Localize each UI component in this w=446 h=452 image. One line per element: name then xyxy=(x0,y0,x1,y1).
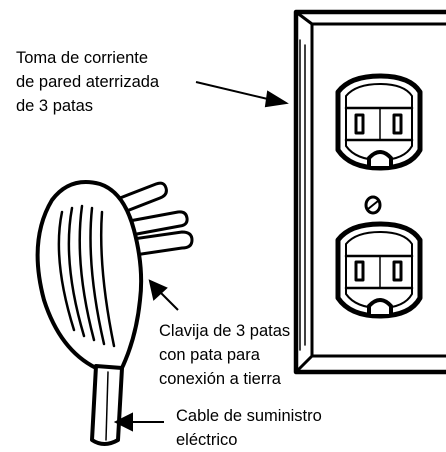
outlet-label-line-1: Toma de corriente xyxy=(16,49,148,67)
center-screw xyxy=(364,195,382,215)
lower-ground-hole xyxy=(367,298,393,316)
lower-receptacle xyxy=(335,221,423,319)
lower-right-slot xyxy=(392,260,403,282)
upper-receptacle xyxy=(335,73,423,171)
plug-label-line-1: Clavija de 3 patas xyxy=(159,322,290,340)
outlet-label-line-3: de 3 patas xyxy=(16,97,93,115)
plug-grip-ridges xyxy=(57,204,116,348)
upper-left-slot xyxy=(354,113,365,135)
cable-label-line-1: Cable de suministro xyxy=(176,407,322,425)
plug-arrow xyxy=(148,279,179,311)
plate-bevel-lines xyxy=(299,39,306,351)
outlet-plate-depth xyxy=(294,10,446,374)
upper-right-slot xyxy=(392,113,403,135)
outlet-arrow xyxy=(195,81,289,108)
plug-prongs xyxy=(118,181,194,258)
pointer-arrows xyxy=(113,81,289,432)
outlet-label: Toma de corriente de pared aterrizada de… xyxy=(16,49,160,115)
cable-label: Cable de suministro eléctrico xyxy=(176,407,322,449)
plug-label: Clavija de 3 patas con pata para conexió… xyxy=(159,322,290,388)
cable-label-line-2: eléctrico xyxy=(176,431,237,449)
outlet-label-line-2: de pared aterrizada xyxy=(16,73,160,91)
plug-label-line-3: conexión a tierra xyxy=(159,370,282,388)
upper-ground-hole xyxy=(367,150,393,168)
plug-label-line-2: con pata para xyxy=(159,346,261,364)
wall-outlet xyxy=(293,9,446,375)
lower-left-slot xyxy=(354,260,365,282)
plug-body xyxy=(35,180,144,374)
three-prong-plug xyxy=(35,180,194,446)
cable-arrow xyxy=(113,412,164,432)
